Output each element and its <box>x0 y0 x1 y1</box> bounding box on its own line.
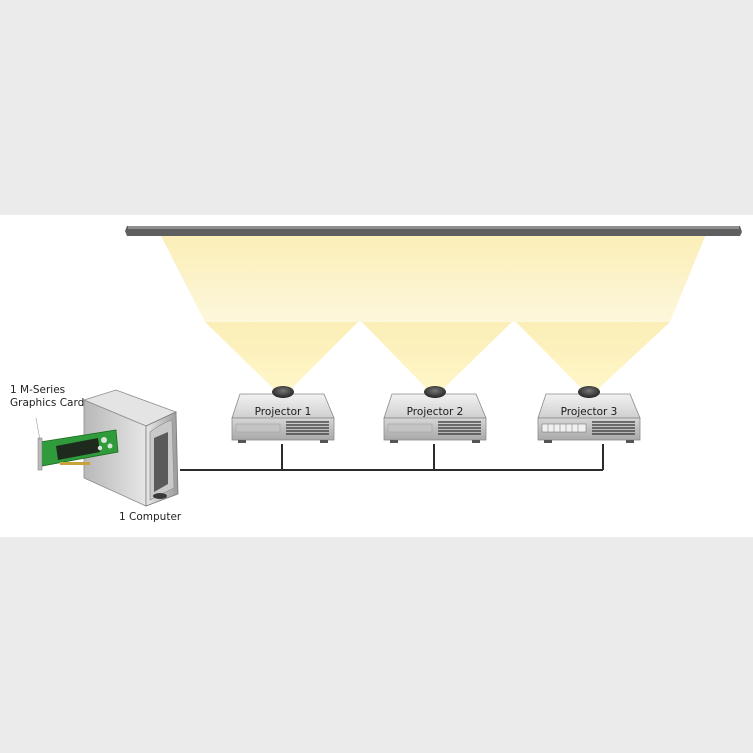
graphics-card-label: 1 M-Series Graphics Card <box>10 384 90 410</box>
projector-1-label: Projector 1 <box>254 406 312 418</box>
projector-2 <box>383 386 487 443</box>
projector-3-label: Projector 3 <box>560 406 618 418</box>
computer-label: 1 Computer <box>119 511 182 523</box>
light-cone-2 <box>362 322 512 390</box>
graphics-card-label-line1: 1 M-Series <box>10 384 66 396</box>
graphics-card-icon <box>35 417 119 471</box>
cable-network <box>180 444 604 471</box>
top-band <box>0 0 753 215</box>
projector-1 <box>231 386 335 443</box>
projector-2-label: Projector 2 <box>406 406 464 418</box>
computer-tower-icon <box>82 389 179 507</box>
projector-lens-icon <box>578 386 600 398</box>
light-cone-1 <box>205 322 358 390</box>
projector-lens-icon <box>424 386 446 398</box>
projector-3 <box>537 386 641 443</box>
graphics-card-label-line2: Graphics Card <box>10 397 85 409</box>
projection-screen <box>125 226 742 236</box>
projector-lens-icon <box>272 386 294 398</box>
bottom-band <box>0 537 753 753</box>
projected-image-area <box>160 234 706 322</box>
light-cone-3 <box>516 322 670 390</box>
